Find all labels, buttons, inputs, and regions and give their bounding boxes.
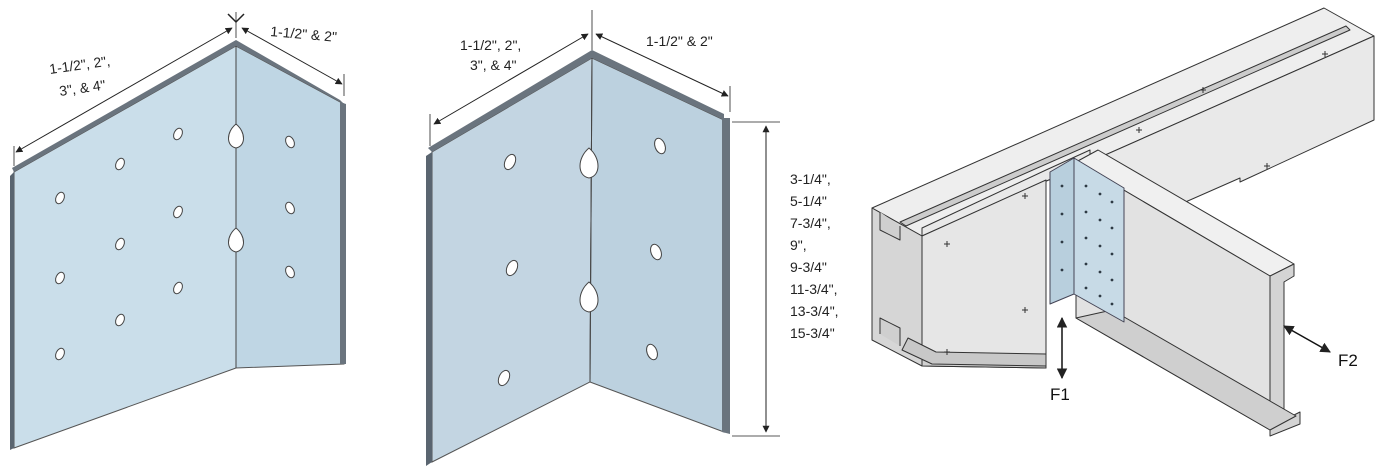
fastener-hole [55, 347, 65, 361]
force-arrow-f2 [1283, 325, 1331, 353]
fastener-hole [285, 135, 295, 149]
angle-bracket-tall: 1-1/2", 2", 3", & 4" 1-1/2" & 2" 3-1/4",… [426, 10, 839, 466]
installation-view [871, 7, 1375, 437]
fastener-hole [55, 191, 65, 205]
fastener-hole [285, 265, 295, 279]
fastener-hole [497, 369, 511, 387]
fastener-hole [650, 243, 662, 261]
dim-line-left-leg [433, 33, 589, 125]
height-dim-6: 11-3/4", [790, 281, 838, 297]
height-dim-2: 5-1/4" [790, 193, 827, 209]
right-leg-dimension: 1-1/2" & 2" [646, 33, 713, 49]
plate-edge-left [426, 152, 432, 466]
left-leg-plate [431, 57, 593, 463]
dim-line-left-leg [15, 27, 233, 153]
bend-slot [579, 281, 599, 313]
installed-angle-plate [1049, 157, 1075, 305]
force-label-f1: F1 [1050, 385, 1070, 404]
fastener-hole [505, 259, 519, 277]
fastener-hole [55, 271, 65, 285]
right-leg-dimension: 1-1/2" & 2" [270, 23, 338, 45]
plate-edge-left [10, 172, 14, 450]
fastener-hole [173, 205, 183, 219]
bend-slot [228, 227, 244, 253]
height-dim-5: 9-3/4" [790, 259, 827, 275]
angle-bracket-multi-hole: 1-1/2", 2", 3", & 4" 1-1/2" & 2" [10, 12, 346, 450]
left-leg-dimension-line-2: 3", & 4" [58, 77, 106, 99]
dim-line-right-leg [241, 27, 343, 85]
height-dim-1: 3-1/4", [790, 171, 831, 187]
dim-line-right-leg [595, 33, 729, 97]
height-dim-8: 15-3/4" [790, 325, 835, 341]
left-leg-dimension-line-1: 1-1/2", 2", [48, 53, 111, 77]
bend-slot [579, 147, 599, 179]
fastener-hole [173, 281, 183, 295]
force-label-f2: F2 [1338, 351, 1358, 370]
height-dim-7: 13-3/4", [790, 303, 839, 319]
fastener-hole [115, 313, 125, 327]
left-leg-dimension-line-1: 1-1/2", 2", [460, 37, 521, 53]
plate-edge-right [722, 118, 730, 434]
left-leg-dimension-line-2: 3", & 4" [470, 57, 517, 73]
fastener-hole [503, 153, 517, 171]
fastener-hole [285, 201, 295, 215]
fastener-hole [646, 343, 658, 361]
height-dim-3: 7-3/4", [790, 215, 831, 231]
fastener-hole [115, 237, 125, 251]
fastener-hole [115, 157, 125, 171]
height-dim-4: 9", [790, 237, 807, 253]
fastener-hole [654, 137, 666, 155]
plate-edge-right [340, 102, 346, 364]
